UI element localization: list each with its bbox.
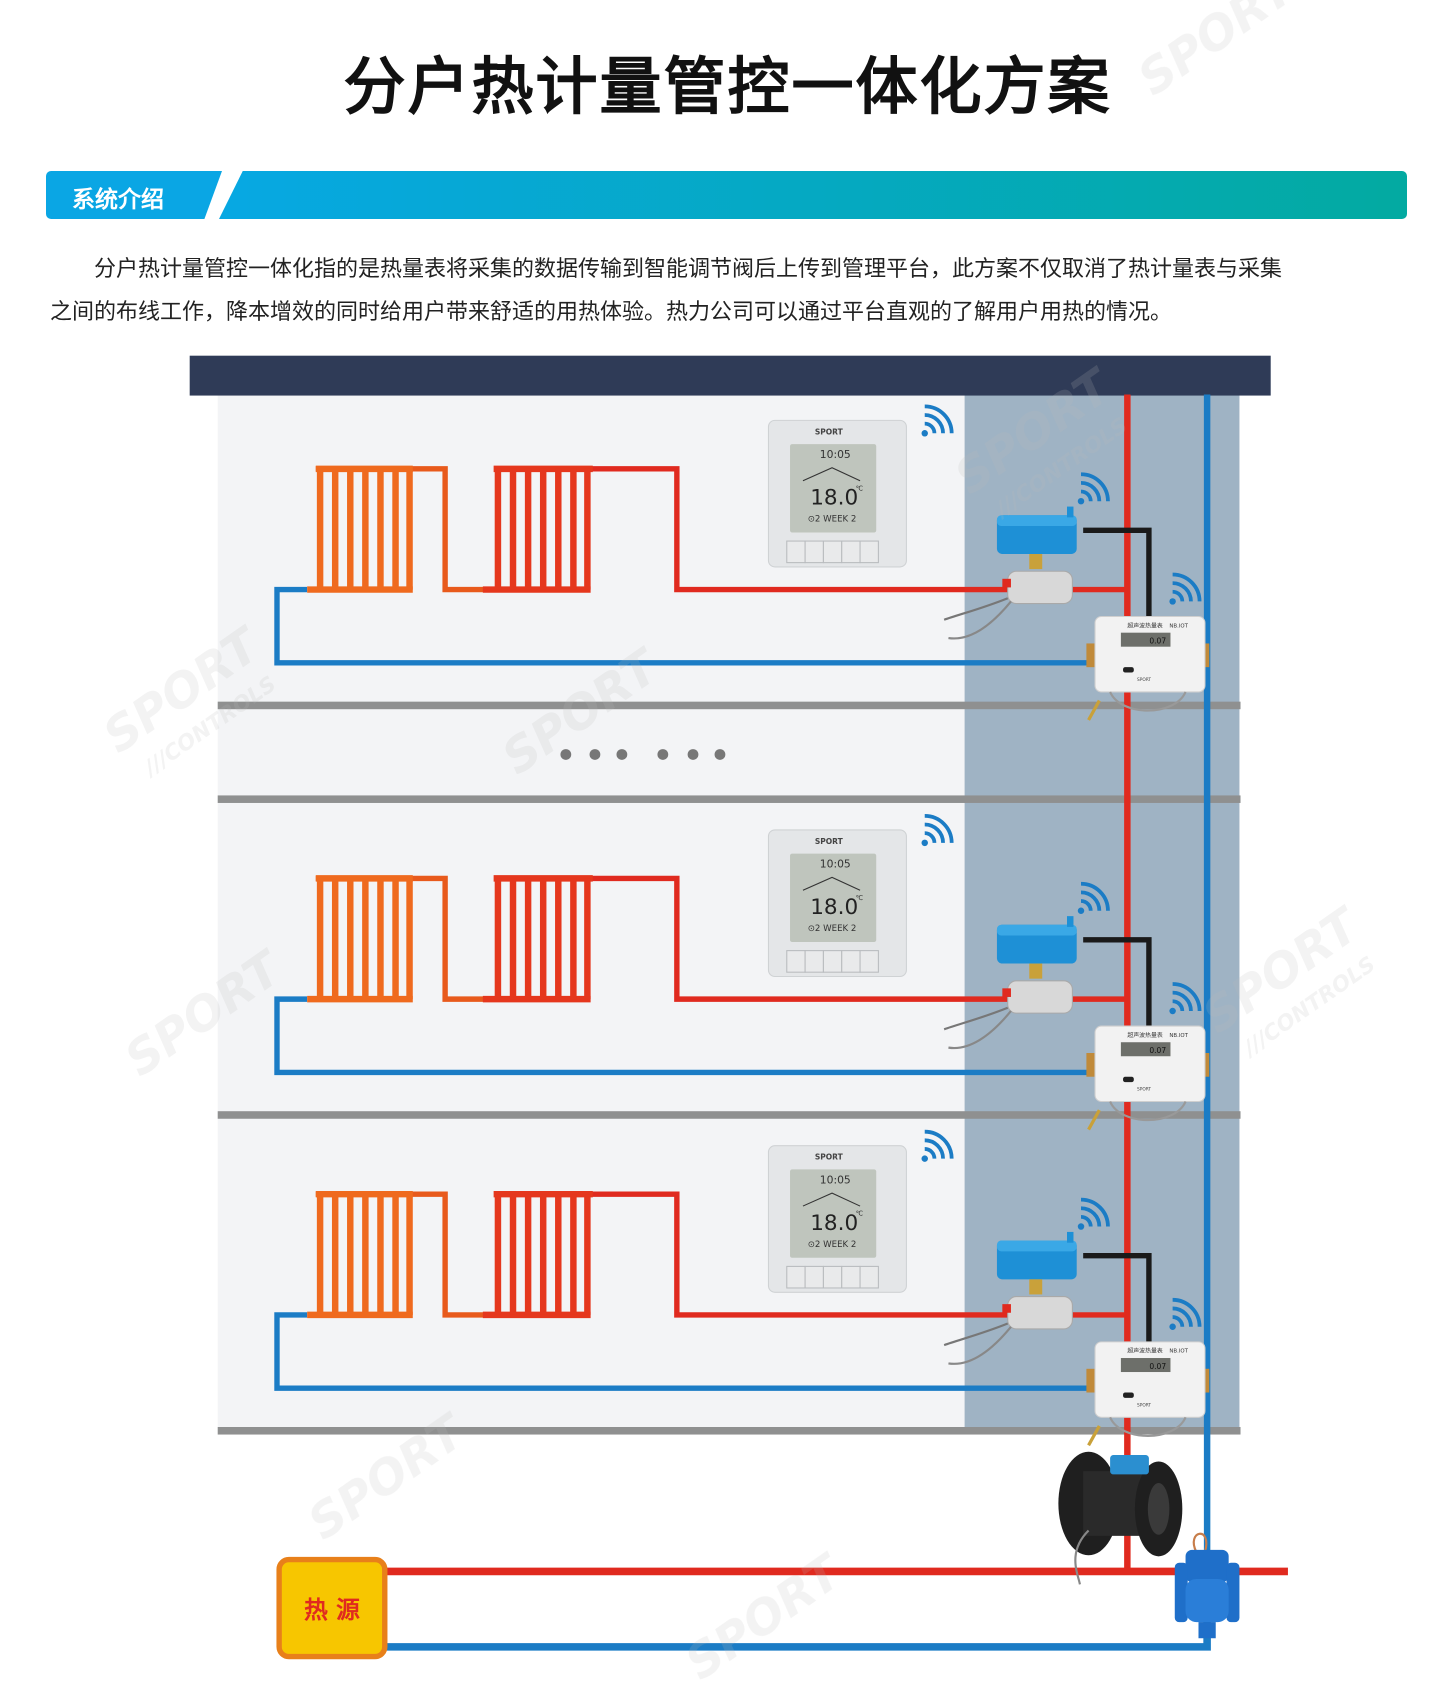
thermostat-temperature: 18.0 xyxy=(810,485,858,510)
return-pipe xyxy=(274,586,1094,666)
thermostat-unit: ℃ xyxy=(856,1210,863,1218)
page-title: 分户热计量管控一体化方案 xyxy=(343,50,1112,123)
floor-slabs xyxy=(217,701,1241,1435)
floor-unit: SPORT 10:05 18.0 ℃ ⊙2 WEEK 2 xyxy=(274,1129,1210,1447)
wifi-icon xyxy=(1077,1197,1110,1230)
meter-name: 超声波热量表 xyxy=(1127,1031,1163,1039)
thermostat-buttons xyxy=(786,950,879,973)
building-heat-meter xyxy=(1058,1451,1183,1585)
thermostat-unit: ℃ xyxy=(856,484,863,492)
section-label: 系统介绍 xyxy=(72,187,164,213)
roof xyxy=(189,355,1271,396)
floor-unit: SPORT 10:05 18.0 ℃ ⊙2 WEEK 2 xyxy=(274,404,1210,721)
floor-unit: SPORT 10:05 18.0 ℃ ⊙2 WEEK 2 xyxy=(274,814,1210,1131)
wifi-icon xyxy=(921,1129,954,1162)
smart-thermostat: SPORT 10:05 18.0 ℃ ⊙2 WEEK 2 xyxy=(767,419,907,568)
motorized-valve xyxy=(943,506,1077,640)
wifi-icon xyxy=(1077,472,1110,505)
wifi-icon xyxy=(921,404,954,437)
wifi-icon xyxy=(1169,572,1202,605)
wifi-icon xyxy=(1169,982,1202,1015)
heat-source: 热 源 xyxy=(276,1556,388,1660)
thermostat-temperature: 18.0 xyxy=(810,895,858,920)
omitted-floors-ellipsis xyxy=(560,749,726,760)
watermark: SPORT xyxy=(676,1543,855,1690)
wifi-icon xyxy=(921,814,954,847)
ultrasonic-heat-meter: 超声波热量表 NB.IOT 0.07 SPORT xyxy=(1086,1341,1210,1447)
thermostat-brand: SPORT xyxy=(815,427,844,436)
meter-reading: 0.07 xyxy=(1149,1046,1166,1055)
thermostat-temperature: 18.0 xyxy=(810,1211,858,1236)
smart-thermostat: SPORT 10:05 18.0 ℃ ⊙2 WEEK 2 xyxy=(767,1145,907,1293)
thermostat-program: ⊙2 WEEK 2 xyxy=(808,924,857,934)
thermostat-program: ⊙2 WEEK 2 xyxy=(808,515,857,525)
motorized-valve xyxy=(943,916,1077,1050)
meter-protocol: NB.IOT xyxy=(1169,1033,1188,1039)
radiator-2 xyxy=(482,465,593,593)
smart-thermostat: SPORT 10:05 18.0 ℃ ⊙2 WEEK 2 xyxy=(767,829,907,978)
meter-brand: SPORT xyxy=(1137,1403,1151,1409)
signal-wire xyxy=(1083,1252,1152,1345)
section-label-tab: 系统介绍 xyxy=(46,171,222,219)
radiator-1 xyxy=(307,1190,485,1319)
ultrasonic-heat-meter: 超声波热量表 NB.IOT 0.07 SPORT xyxy=(1086,1025,1210,1131)
meter-protocol: NB.IOT xyxy=(1169,623,1188,629)
thermostat-time: 10:05 xyxy=(820,1173,851,1186)
thermostat-time: 10:05 xyxy=(820,448,851,461)
supply-pipe xyxy=(590,466,1128,593)
thermostat-brand: SPORT xyxy=(815,837,844,846)
wifi-icon xyxy=(1077,881,1110,914)
radiator-2 xyxy=(482,875,593,1003)
thermostat-brand: SPORT xyxy=(815,1153,844,1162)
thermostat-buttons xyxy=(786,540,879,564)
signal-wire xyxy=(1083,527,1152,619)
return-pipe xyxy=(274,1312,1094,1391)
return-pipe xyxy=(274,996,1094,1076)
wifi-icon xyxy=(1169,1297,1202,1330)
intro-paragraph: 分户热计量管控一体化指的是热量表将采集的数据传输到智能调节阀后上传到管理平台，此… xyxy=(50,248,1410,334)
meter-name: 超声波热量表 xyxy=(1127,621,1163,629)
intro-line-2: 之间的布线工作，降本增效的同时给用户带来舒适的用热体验。热力公司可以通过平台直观… xyxy=(50,300,1173,325)
ultrasonic-heat-meter: 超声波热量表 NB.IOT 0.07 SPORT xyxy=(1086,615,1210,721)
motorized-valve xyxy=(943,1231,1077,1365)
meter-reading: 0.07 xyxy=(1149,636,1166,645)
radiator-1 xyxy=(307,465,485,593)
radiator-1 xyxy=(307,875,485,1003)
intro-line-1: 分户热计量管控一体化指的是热量表将采集的数据传输到智能调节阀后上传到管理平台，此… xyxy=(94,257,1283,282)
radiator-2 xyxy=(482,1190,593,1319)
watermark: SPORT xyxy=(1129,0,1308,107)
thermostat-unit: ℃ xyxy=(856,894,863,902)
balancing-valve xyxy=(1174,1532,1240,1639)
meter-name: 超声波热量表 xyxy=(1127,1347,1163,1355)
thermostat-program: ⊙2 WEEK 2 xyxy=(808,1240,857,1250)
thermostat-time: 10:05 xyxy=(820,858,851,871)
signal-wire xyxy=(1083,937,1152,1029)
supply-pipe xyxy=(590,875,1128,1002)
heat-source-label: 热 源 xyxy=(304,1596,360,1624)
section-banner-bar xyxy=(219,171,1407,219)
thermostat-buttons xyxy=(786,1265,879,1289)
meter-brand: SPORT xyxy=(1137,677,1151,683)
meter-reading: 0.07 xyxy=(1149,1362,1166,1371)
meter-protocol: NB.IOT xyxy=(1169,1349,1188,1355)
supply-pipe xyxy=(590,1191,1128,1318)
meter-brand: SPORT xyxy=(1137,1087,1151,1093)
